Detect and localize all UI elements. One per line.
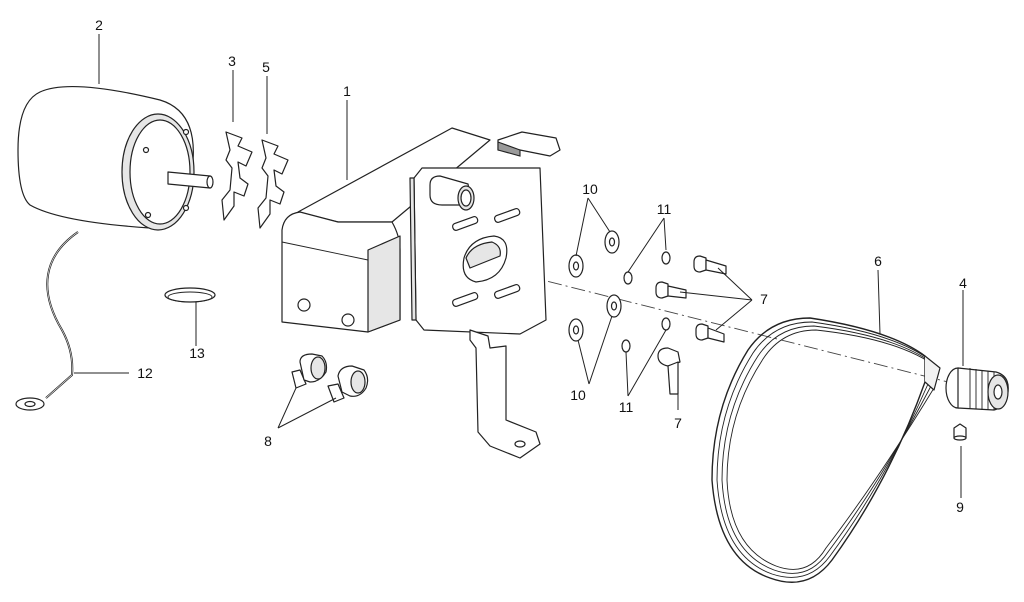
washers-part-10 <box>568 230 622 342</box>
callout-9: 9 <box>956 499 964 515</box>
center-axis <box>454 257 961 386</box>
motor-part <box>17 85 214 231</box>
spring-ring-part <box>164 287 216 303</box>
screws-part-8 <box>291 353 369 403</box>
callout-4: 4 <box>959 275 967 291</box>
pulley-part-4 <box>945 367 1009 411</box>
clip-part-3 <box>221 131 253 221</box>
callout-10-bottom: 10 <box>570 387 586 403</box>
bracket-housing-part <box>281 127 561 459</box>
ground-wire-part <box>15 231 79 411</box>
callout-12: 12 <box>137 365 153 381</box>
leader-lines <box>74 34 964 498</box>
callout-6: 6 <box>874 253 882 269</box>
callout-11-bottom: 11 <box>619 399 634 415</box>
callout-10-top: 10 <box>582 181 598 197</box>
callout-8: 8 <box>264 433 272 449</box>
callout-2: 2 <box>95 17 103 33</box>
callout-7-bottom: 7 <box>674 415 682 431</box>
callout-1: 1 <box>343 83 351 99</box>
callout-7-right: 7 <box>760 291 768 307</box>
callout-11-top: 11 <box>657 201 672 217</box>
callout-13: 13 <box>189 345 205 361</box>
set-screw-part-9 <box>953 423 967 441</box>
bolts-part-7 <box>655 255 727 395</box>
callout-3: 3 <box>228 53 236 69</box>
callout-labels: 2 3 5 1 6 4 10 11 7 10 11 7 8 9 12 13 <box>95 17 967 515</box>
callout-5: 5 <box>262 59 270 75</box>
belt-part-6 <box>711 317 941 583</box>
clip-part-5 <box>257 139 289 229</box>
